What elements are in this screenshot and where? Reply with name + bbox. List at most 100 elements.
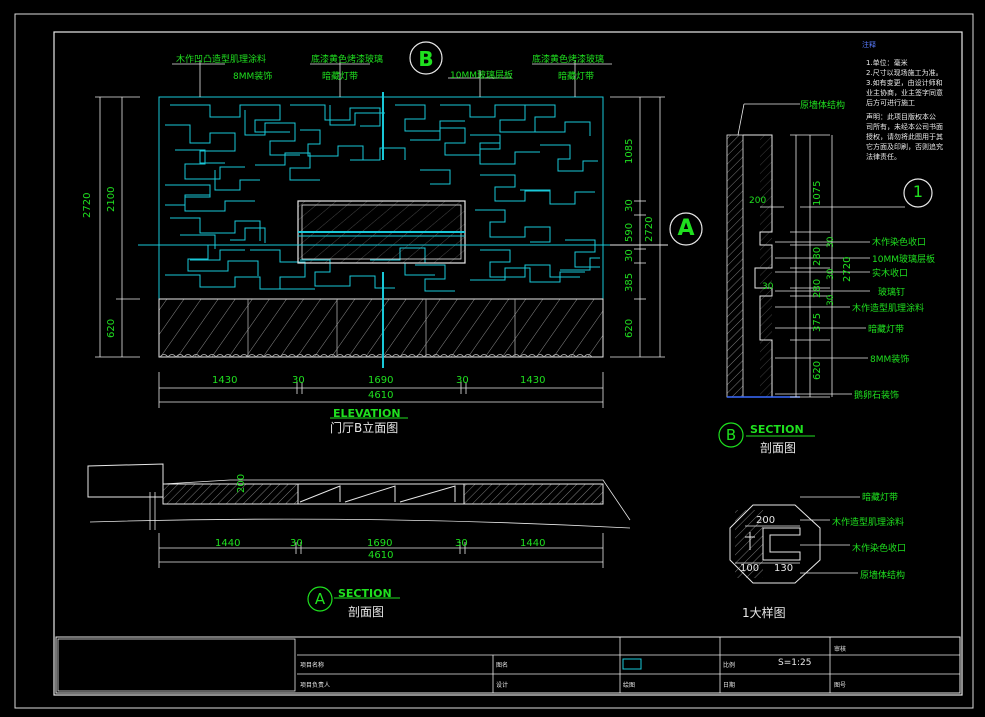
section-b-dim-6: 30 [826, 294, 836, 306]
detail-title: 1大样图 [742, 606, 786, 620]
section-b-callout-3: 实木收口 [872, 269, 909, 279]
detail-dim-top: 200 [756, 515, 776, 526]
note-line-4: 业主协商，业主签字同意 [866, 89, 943, 97]
section-b-depth: 200 [749, 196, 767, 206]
note-line-2: 2.尺寸以现场施工为准。 [866, 69, 943, 77]
elev-dim-right-3: 590 [624, 222, 635, 242]
section-b-small-30: 30 [762, 282, 774, 292]
elev-dim-right-6: 620 [624, 318, 635, 338]
section-marker-a-bottom [307, 586, 333, 612]
section-b-callout-5: 木作造型肌理涂料 [852, 304, 925, 314]
section-b-callout-7: 8MM装饰 [870, 355, 910, 365]
detail-view [729, 496, 860, 584]
section-a-dim-5: 1440 [520, 538, 546, 549]
elevation-title-en: ELEVATION [333, 407, 401, 420]
tb-project-name: 项目名称 [300, 662, 325, 669]
tb-date: 日期 [723, 682, 736, 689]
tb-drafting: 绘图 [623, 682, 636, 689]
notes-body: 1.单位：毫米 2.尺寸以现场施工为准。 3.如有变更，由设计师和 业主协商，业… [866, 58, 958, 162]
note-line-1: 1.单位：毫米 [866, 59, 908, 67]
section-a-dim-2: 30 [290, 538, 303, 549]
section-b-dim-7: 375 [812, 312, 823, 332]
section-b-callout-1: 木作染色收口 [872, 238, 927, 248]
maze-pattern [165, 104, 600, 292]
section-a-dim-total: 4610 [368, 550, 394, 561]
elev-callout-1: 木作凹凸造型肌理涂料 [176, 55, 267, 65]
section-a-title-en: SECTION [338, 587, 392, 600]
section-a-dim-4: 30 [455, 538, 468, 549]
detail-dim-bottom-a: 100 [740, 563, 760, 574]
section-a-title-cn: 剖面图 [348, 605, 385, 619]
elev-dim-bottom-total: 4610 [368, 390, 394, 401]
section-b-total: 2720 [842, 256, 853, 282]
elev-callout-2: 8MM装饰 [233, 72, 273, 82]
section-marker-a [669, 212, 703, 246]
section-a-marker-letter: A [314, 590, 326, 608]
outer-border [14, 13, 974, 709]
elev-dim-right-1: 1085 [624, 138, 635, 164]
section-b-dim-4: 30 [826, 268, 836, 280]
elev-dim-bottom-2: 30 [292, 375, 305, 386]
elev-dim-right-2: 30 [624, 199, 635, 212]
section-b-dim-1: 1075 [812, 180, 823, 206]
tb-drawing-name: 图名 [496, 662, 509, 669]
tb-review: 审核 [834, 646, 847, 653]
elevation-title-cn: 门厅B立面图 [330, 421, 399, 435]
elev-callout-6: 底漆黄色烤漆玻璃 [532, 55, 605, 65]
note-line-7: 司所有，未经本公司书面 [866, 123, 943, 131]
detail-callout-3: 木作染色收口 [852, 544, 907, 554]
section-b-callout-4: 玻璃钉 [878, 288, 906, 298]
elev-callout-4: 暗藏灯带 [322, 72, 359, 82]
section-b-title-en: SECTION [750, 423, 804, 436]
tb-design: 设计 [496, 682, 509, 689]
section-a-dim-3: 1690 [367, 538, 393, 549]
detail-callout-4: 原墙体结构 [860, 571, 906, 581]
note-line-10: 法律责任。 [866, 153, 901, 161]
note-line-8: 授权，请勿将此图用于其 [866, 133, 943, 141]
section-a-view [87, 463, 631, 612]
elev-dim-bottom-4: 30 [456, 375, 469, 386]
elev-dim-right-4: 30 [624, 249, 635, 262]
section-b-dim-8: 620 [812, 360, 823, 380]
section-b-title-cn: 剖面图 [760, 441, 797, 455]
note-line-3: 3.如有变更，由设计师和 [866, 79, 943, 87]
elev-dim-left-lower: 620 [106, 318, 117, 338]
section-b-callout-2: 10MM玻璃层板 [872, 255, 935, 265]
note-line-9: 它方面及印刷，否则追究 [866, 143, 943, 151]
tb-scale-label: 比例 [723, 662, 736, 669]
section-b-dim-2: 30 [826, 236, 836, 248]
section-b-view [718, 103, 933, 448]
section-b-marker-letter: B [725, 426, 737, 444]
detail-dim-bottom-b: 130 [774, 563, 794, 574]
section-b-top-label: 原墙体结构 [800, 101, 846, 111]
section-a-dim-1: 1440 [215, 538, 241, 549]
section-b-dim-5: 280 [812, 278, 823, 298]
section-marker-b [409, 41, 443, 75]
section-b-callout-6: 暗藏灯带 [868, 325, 905, 335]
elev-dim-bottom-3: 1690 [368, 375, 394, 386]
elev-callout-5: 10MM玻璃层板 [450, 71, 513, 81]
detail-callout-1: 暗藏灯带 [862, 493, 899, 503]
section-marker-b-bottom [718, 422, 744, 448]
notes-heading: 注释 [862, 41, 876, 49]
elev-dim-right-total: 2720 [644, 216, 655, 242]
section-b-callout-8: 鹅卵石装饰 [854, 391, 900, 401]
elev-dim-left-upper: 2100 [106, 186, 117, 212]
title-block [55, 636, 961, 694]
detail-marker-1 [903, 178, 933, 208]
section-b-dim-3: 280 [812, 246, 823, 266]
elev-dim-left-total: 2720 [82, 192, 93, 218]
tb-scale-value: S=1:25 [778, 658, 812, 668]
tb-sheet-no: 图号 [834, 682, 847, 689]
elevation-view [95, 41, 703, 419]
elev-callout-3: 底漆黄色烤漆玻璃 [311, 55, 384, 65]
note-line-6: 声明：此项目版权本公 [866, 113, 936, 121]
marker-a-letter: A [677, 216, 695, 241]
section-a-depth: 200 [236, 473, 247, 493]
elev-dim-right-5: 385 [624, 272, 635, 292]
elev-callout-7: 暗藏灯带 [558, 72, 595, 82]
detail-marker-number: 1 [912, 182, 924, 201]
tb-project-lead: 项目负责人 [300, 682, 331, 689]
elev-dim-bottom-5: 1430 [520, 375, 546, 386]
detail-callout-2: 木作造型肌理涂料 [832, 518, 905, 528]
